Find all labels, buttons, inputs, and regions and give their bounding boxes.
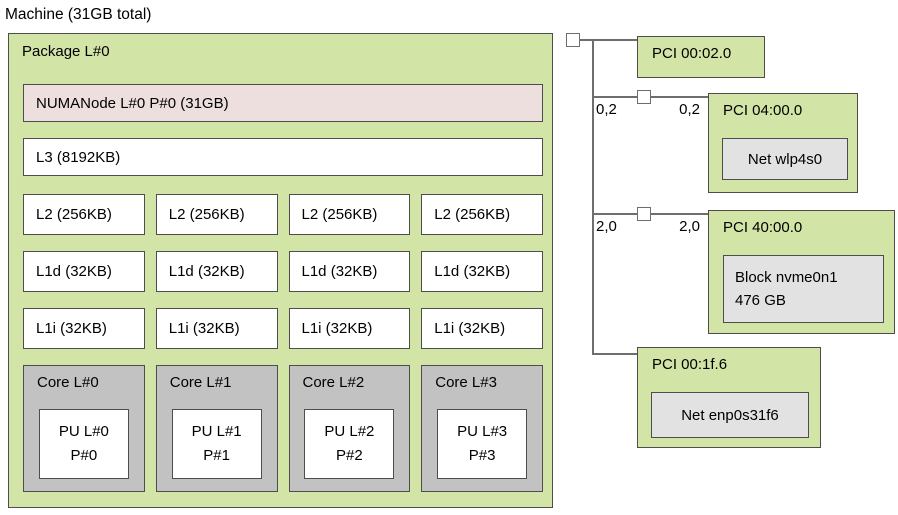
pu-pnum: P#2: [336, 447, 363, 464]
l2-cache-label: L2 (256KB): [36, 206, 112, 223]
numanode-row: NUMANode L#0 P#0 (31GB): [23, 84, 543, 122]
pu-box: PU L#3 P#3: [437, 409, 528, 479]
l2-cache-box: L2 (256KB): [23, 194, 145, 235]
pu-box: PU L#1 P#1: [171, 409, 262, 479]
l2-cache-label: L2 (256KB): [168, 206, 245, 223]
pci-00-02-label: PCI 00:02.0: [652, 45, 732, 62]
package-box: Package L#0 NUMANode L#0 P#0 (31GB) L3 (…: [8, 33, 553, 508]
l2-cache-box: L2 (256KB): [288, 194, 411, 235]
l1d-cache-box: L1d (32KB): [288, 251, 411, 292]
tree-branch-square-pci-40: [637, 207, 651, 221]
l1i-cache-label: L1i (32KB): [434, 320, 506, 337]
l1i-cache-box: L1i (32KB): [288, 308, 411, 349]
machine-title: Machine (31GB total): [5, 6, 152, 23]
core-label: Core L#2: [302, 374, 365, 391]
tree-trunk-line: [592, 39, 594, 355]
tree-root-square: [566, 33, 580, 47]
pci-40-00-label: PCI 40:00.0: [723, 219, 803, 236]
pu-pnum: P#1: [203, 447, 230, 464]
numanode-box: NUMANode L#0 P#0 (31GB): [23, 84, 543, 122]
l1i-cache-label: L1i (32KB): [301, 320, 373, 337]
pci-04-00-box: PCI 04:00.0 Net wlp4s0: [708, 93, 858, 193]
l3-cache-label: L3 (8192KB): [36, 148, 121, 166]
package-label: Package L#0: [22, 43, 110, 60]
l2-cache-box: L2 (256KB): [155, 194, 278, 235]
tree-root-connector-line: [580, 39, 638, 41]
block-nvme0n1-size: 476 GB: [735, 292, 786, 309]
net-wlp4s0-label: Net wlp4s0: [747, 150, 823, 168]
l2-cache-label: L2 (256KB): [301, 206, 378, 223]
l2-cache-label: L2 (256KB): [434, 206, 511, 223]
l3-row: L3 (8192KB): [23, 138, 543, 176]
net-enp0s31f6-label: Net enp0s31f6: [681, 406, 779, 424]
core-box: Core L#0 PU L#0 P#0: [23, 365, 145, 492]
core-label: Core L#3: [435, 374, 497, 391]
l1i-cache-box: L1i (32KB): [421, 308, 543, 349]
l1d-cache-box: L1d (32KB): [155, 251, 278, 292]
pu-box: PU L#0 P#0: [38, 409, 129, 479]
tree-branch-square-pci-04: [637, 90, 651, 104]
link-speed-label: 2,0: [596, 218, 617, 235]
pu-label: PU L#3: [457, 423, 508, 440]
l1d-cache-label: L1d (32KB): [434, 263, 511, 280]
pci-00-02-box: PCI 00:02.0: [637, 36, 765, 78]
core-box: Core L#3 PU L#3 P#3: [421, 365, 543, 492]
pci-04-00-label: PCI 04:00.0: [723, 102, 803, 119]
link-speed-label: 0,2: [596, 101, 617, 118]
l1d-cache-label: L1d (32KB): [301, 263, 378, 280]
pci-00-1f-label: PCI 00:1f.6: [652, 356, 728, 373]
core-box: Core L#1 PU L#1 P#1: [155, 365, 278, 492]
net-wlp4s0-box: Net wlp4s0: [722, 138, 848, 180]
net-enp0s31f6-box: Net enp0s31f6: [651, 392, 809, 438]
pu-label: PU L#0: [58, 423, 109, 440]
pu-pnum: P#3: [468, 447, 496, 464]
l2-row: L2 (256KB) L2 (256KB) L2 (256KB) L2 (256…: [23, 194, 543, 235]
l1d-cache-label: L1d (32KB): [168, 263, 245, 280]
link-speed-label: 0,2: [679, 101, 700, 118]
l1i-cache-box: L1i (32KB): [23, 308, 145, 349]
numanode-label: NUMANode L#0 P#0 (31GB): [36, 94, 229, 112]
tree-branch-line-pci-1f: [593, 353, 639, 355]
l1i-cache-box: L1i (32KB): [155, 308, 278, 349]
l1d-cache-box: L1d (32KB): [421, 251, 543, 292]
l1i-cache-label: L1i (32KB): [36, 320, 107, 337]
cores-row: Core L#0 PU L#0 P#0 Core L#1 PU L#1 P#1 …: [23, 365, 543, 492]
core-label: Core L#0: [37, 374, 99, 391]
core-label: Core L#1: [169, 374, 232, 391]
l3-cache-box: L3 (8192KB): [23, 138, 543, 176]
l1d-cache-label: L1d (32KB): [36, 263, 112, 280]
block-nvme0n1-label: Block nvme0n1: [735, 269, 838, 286]
l1d-row: L1d (32KB) L1d (32KB) L1d (32KB) L1d (32…: [23, 251, 543, 292]
pu-pnum: P#0: [70, 447, 98, 464]
pu-box: PU L#2 P#2: [304, 409, 395, 479]
pci-40-00-box: PCI 40:00.0 Block nvme0n1 476 GB: [708, 210, 895, 334]
l1i-row: L1i (32KB) L1i (32KB) L1i (32KB) L1i (32…: [23, 308, 543, 349]
pu-label: PU L#1: [191, 423, 242, 440]
l2-cache-box: L2 (256KB): [421, 194, 543, 235]
block-nvme0n1-box: Block nvme0n1 476 GB: [723, 255, 884, 323]
pu-label: PU L#2: [324, 423, 375, 440]
l1i-cache-label: L1i (32KB): [168, 320, 240, 337]
pci-00-1f-box: PCI 00:1f.6 Net enp0s31f6: [637, 347, 821, 448]
core-box: Core L#2 PU L#2 P#2: [288, 365, 411, 492]
link-speed-label: 2,0: [679, 218, 700, 235]
l1d-cache-box: L1d (32KB): [23, 251, 145, 292]
